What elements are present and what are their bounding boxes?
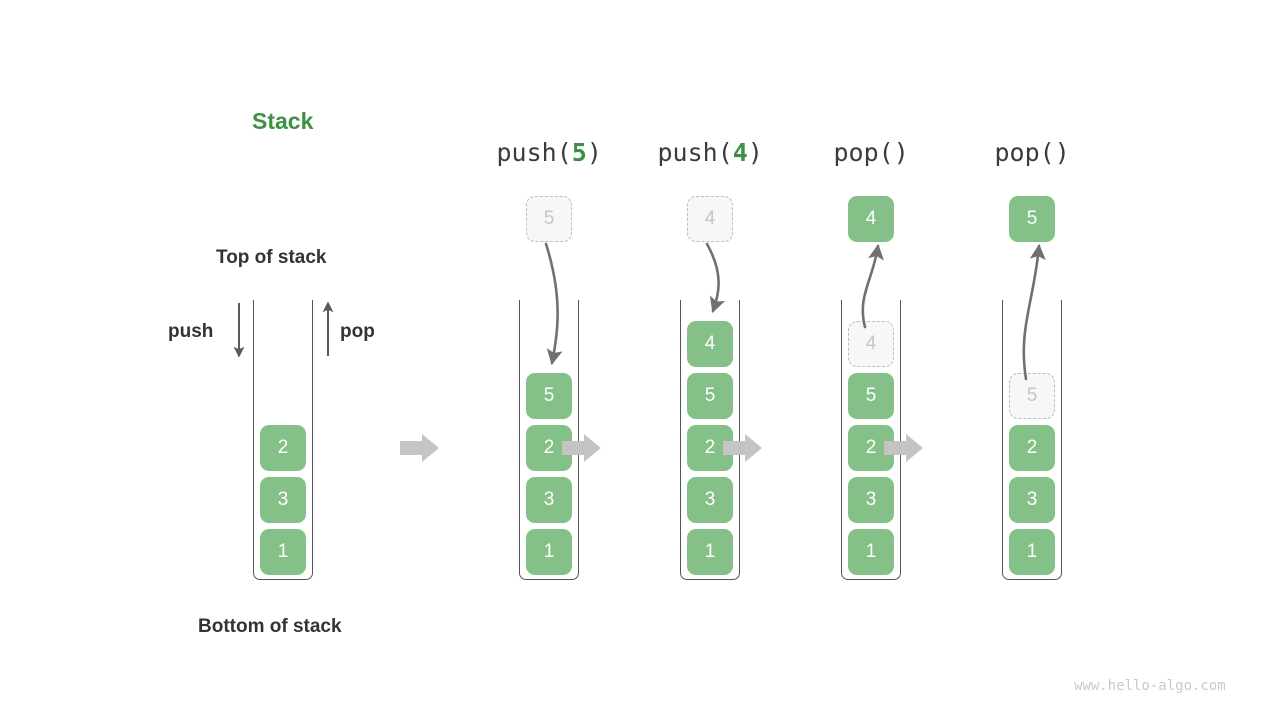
watermark: www.hello-algo.com	[1074, 678, 1226, 694]
stack-cell-step3-1: 2	[1009, 425, 1055, 471]
external-cell-step2: 4	[848, 196, 894, 242]
operation-suffix: )	[893, 138, 909, 167]
stack-cell-initial-1: 3	[260, 477, 306, 523]
stack-cell-step1-0: 4	[687, 321, 733, 367]
stack-cell-step2-4: 1	[848, 529, 894, 575]
stack-cell-step3-3: 1	[1009, 529, 1055, 575]
operation-label-1: push(4)	[658, 138, 763, 167]
operation-argument: 5	[571, 138, 587, 167]
external-cell-step3: 5	[1009, 196, 1055, 242]
stack-cell-step1-3: 3	[687, 477, 733, 523]
top-of-stack-label: Top of stack	[216, 247, 327, 268]
stack-cell-step0-3: 1	[526, 529, 572, 575]
stack-cell-step0-2: 3	[526, 477, 572, 523]
pop-label: pop	[340, 321, 375, 342]
operation-label-3: pop()	[995, 138, 1070, 167]
operation-label-2: pop()	[834, 138, 909, 167]
stack-cell-step2-1: 5	[848, 373, 894, 419]
stack-cell-step2-2: 2	[848, 425, 894, 471]
stack-cell-step2-0: 4	[848, 321, 894, 367]
operation-suffix: )	[747, 138, 763, 167]
push-label: push	[168, 321, 214, 342]
stack-cell-initial-2: 1	[260, 529, 306, 575]
flow-arrow-0	[400, 434, 439, 462]
stack-cell-step0-1: 2	[526, 425, 572, 471]
external-cell-step1: 4	[687, 196, 733, 242]
stack-cell-step0-0: 5	[526, 373, 572, 419]
external-cell-step0: 5	[526, 196, 572, 242]
stack-cell-initial-0: 2	[260, 425, 306, 471]
operation-name: pop(	[833, 138, 894, 167]
operation-suffix: )	[1054, 138, 1070, 167]
bottom-of-stack-label: Bottom of stack	[198, 616, 342, 637]
operation-suffix: )	[586, 138, 602, 167]
operation-argument: 4	[732, 138, 748, 167]
stack-cell-step1-1: 5	[687, 373, 733, 419]
page-title: Stack	[252, 108, 314, 134]
stack-cell-step2-3: 3	[848, 477, 894, 523]
stack-cell-step3-0: 5	[1009, 373, 1055, 419]
stack-cell-step1-2: 2	[687, 425, 733, 471]
operation-name: push(	[657, 138, 733, 167]
operation-label-0: push(5)	[497, 138, 602, 167]
operation-name: push(	[496, 138, 572, 167]
stack-cell-step1-4: 1	[687, 529, 733, 575]
operation-name: pop(	[994, 138, 1055, 167]
stack-cell-step3-2: 3	[1009, 477, 1055, 523]
